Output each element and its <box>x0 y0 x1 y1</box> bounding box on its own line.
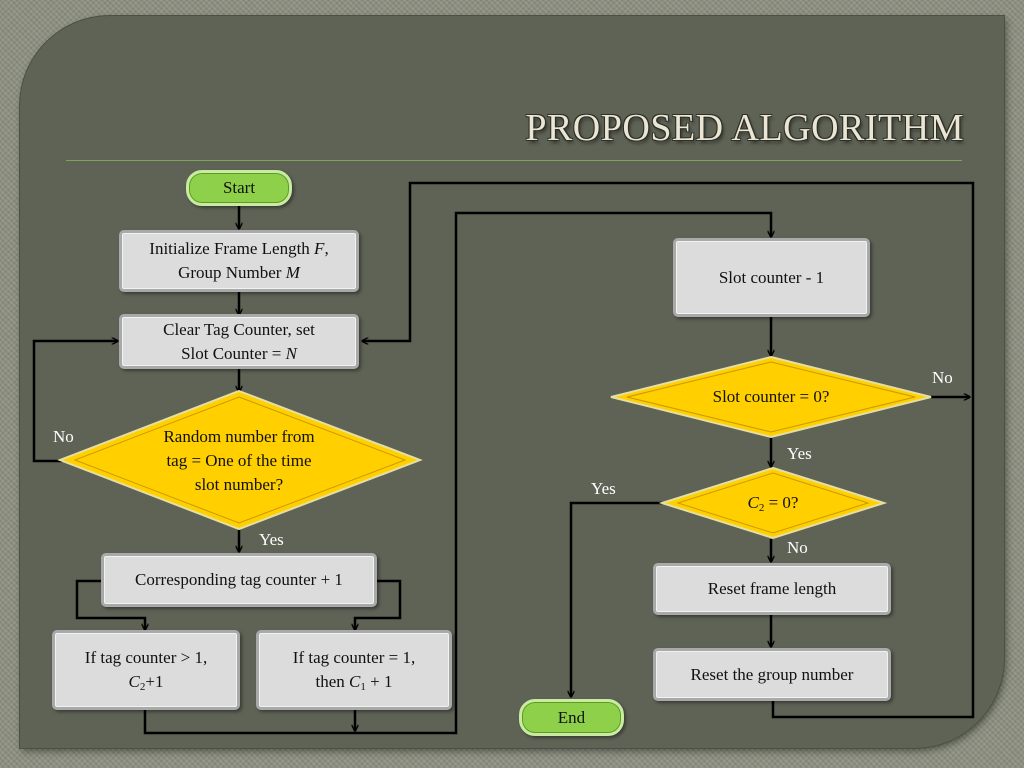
tag-gt1-process: If tag counter > 1, C2+1 <box>52 630 240 710</box>
title-divider <box>66 160 962 161</box>
clear-line2: Slot Counter = <box>181 343 286 363</box>
label-no-c2: No <box>787 538 808 557</box>
reset-group-text: Reset the group number <box>690 664 854 684</box>
tag-eq1-line1: If tag counter = 1, <box>292 648 416 667</box>
label-no-slot-zero: No <box>932 368 953 387</box>
tag-gt1-text: If tag counter > 1, C2+1 <box>85 646 207 694</box>
start-terminal: Start <box>186 170 292 206</box>
slot-zero-text: Slot counter = 0? <box>712 387 830 406</box>
corresponding-text: Corresponding tag counter + 1 <box>135 570 343 589</box>
decision-random-shape <box>57 389 423 531</box>
label-yes-c2: Yes <box>591 479 616 498</box>
init-comma: , <box>324 239 329 258</box>
tag-eq1-sub: 1 <box>360 681 366 693</box>
clear-text: Clear Tag Counter, set Slot Counter = N <box>163 318 315 366</box>
label-yes-slot-zero: Yes <box>787 444 812 463</box>
arrow-decision-no-loop <box>32 341 118 463</box>
c2-text: C2 = 0? <box>748 491 799 515</box>
c2-sub: 2 <box>758 502 765 514</box>
tag-gt1-line1: If tag counter > 1, <box>84 648 208 667</box>
init-process: Initialize Frame Length F, Group Number … <box>119 230 359 292</box>
tag-gt1-var-c: C <box>128 672 140 691</box>
clear-counter-process: Clear Tag Counter, set Slot Counter = N <box>119 314 359 369</box>
slot-minus-text: Slot counter - 1 <box>718 267 825 287</box>
random-decision-text: Random number from tag = One of the time… <box>163 427 315 494</box>
label-no-random: No <box>53 427 74 446</box>
clear-var-n: N <box>285 343 297 363</box>
init-prefix: Initialize Frame Length <box>149 239 315 258</box>
start-label: Start <box>222 178 256 197</box>
init-text: Initialize Frame Length F, Group Number … <box>149 237 328 285</box>
tag-eq1-text: If tag counter = 1, then C1 + 1 <box>293 646 415 694</box>
tag-gt1-sub: 2 <box>139 681 146 693</box>
c2-decision-label: C2 = 0? <box>713 491 833 515</box>
arrow-loop-back-to-clear <box>362 181 975 691</box>
end-terminal: End <box>519 699 624 736</box>
init-group: Group Number <box>178 263 286 282</box>
tag-eq1-then: then <box>315 672 350 691</box>
reset-frame-process: Reset frame length <box>653 563 891 615</box>
reset-group-process: Reset the group number <box>653 648 891 701</box>
arrow-split-right <box>355 579 402 630</box>
init-var-m: M <box>285 263 300 282</box>
decision-slot-zero-shape <box>610 355 932 439</box>
label-yes-random: Yes <box>259 530 284 549</box>
decision-c2-shape <box>658 466 888 540</box>
end-label: End <box>557 707 586 727</box>
reset-frame-text: Reset frame length <box>707 579 837 598</box>
tag-gt1-plus: +1 <box>145 672 164 691</box>
tag-eq1-var-c: C <box>349 672 361 691</box>
connector-gt1-down <box>143 710 355 735</box>
c2-rest: = 0? <box>764 493 799 512</box>
slot-zero-decision-label: Slot counter = 0? <box>660 385 882 409</box>
slide-title: PROPOSED ALGORITHM <box>525 107 964 149</box>
arrow-split-left <box>75 579 145 630</box>
arrow-c2-yes-to-end <box>571 501 662 697</box>
c2-var-c: C <box>747 493 759 512</box>
tag-eq1-plus: + 1 <box>365 672 393 691</box>
tag-eq1-process: If tag counter = 1, then C1 + 1 <box>256 630 452 710</box>
init-var-f: F <box>314 239 325 258</box>
corresponding-process: Corresponding tag counter + 1 <box>101 553 377 607</box>
clear-line1: Clear Tag Counter, set <box>163 319 315 339</box>
connector-reset-group-out <box>771 691 975 719</box>
slot-minus-process: Slot counter - 1 <box>673 238 870 317</box>
random-decision-label: Random number from tag = One of the time… <box>158 412 320 510</box>
connector-to-slot-minus <box>355 211 771 735</box>
